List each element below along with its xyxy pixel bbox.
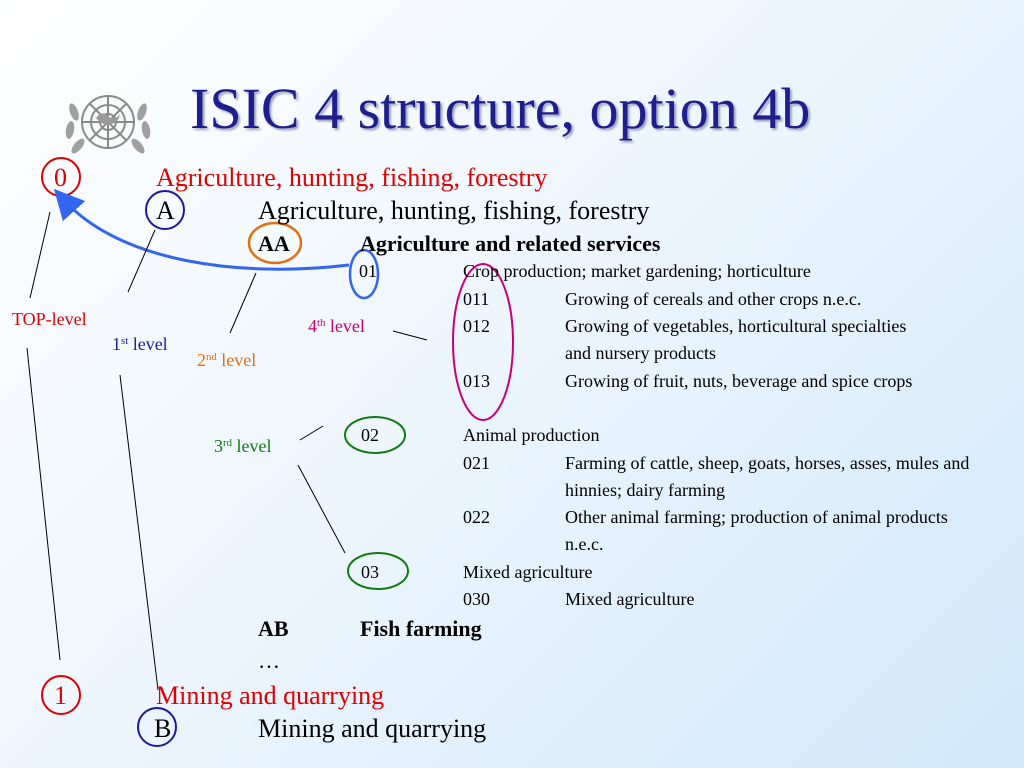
ellipsis: … [258,648,280,673]
code-A-desc: Agriculture, hunting, fishing, forestry [258,196,650,225]
AA-ellipse [247,221,303,265]
un-emblem-icon [65,95,151,154]
code-AB: AB [258,616,289,641]
code-030: 030 [463,589,490,609]
connector-third-lower [297,464,346,554]
code-02: 02 [361,425,379,445]
code-030-desc: Mixed agriculture [565,589,695,609]
connector-fourth [392,330,428,341]
code-01: 01 [359,261,377,281]
code-012-desc: Growing of vegetables, horticultural spe… [565,316,907,363]
fourth-level-label: 4th level [308,316,365,336]
B-circle [137,707,177,747]
code-012: 012 [463,316,490,336]
connector-first-upper [127,229,156,293]
code-AA-desc: Agriculture and related services [360,231,661,256]
code-B: B [154,714,172,743]
code-013-desc: Growing of fruit, nuts, beverage and spi… [565,371,913,391]
code-0-desc: Agriculture, hunting, fishing, forestry [156,163,548,192]
fourth-level-ellipse [452,263,514,421]
c03-ellipse [347,552,409,590]
code-011-desc: Growing of cereals and other crops n.e.c… [565,289,862,309]
code-1: 1 [54,681,67,710]
top1-circle [41,675,81,715]
code-022-desc: Other animal farming; production of anim… [565,507,948,554]
second-level-label: 2nd level [197,350,257,370]
c01-ellipse [348,248,380,300]
connector-top-upper [29,211,51,299]
code-022: 022 [463,507,490,527]
code-A: A [156,196,175,225]
code-021: 021 [463,453,490,473]
code-AA: AA [258,231,290,256]
code-021-desc: Farming of cattle, sheep, goats, horses,… [565,453,970,500]
code-03: 03 [361,562,379,582]
code-AB-desc: Fish farming [360,616,482,641]
code-011: 011 [463,289,490,309]
code-0: 0 [54,163,67,192]
page-title: ISIC 4 structure, option 4b [190,76,811,141]
first-level-label: 1st level [112,334,168,354]
arrow-to-top [53,188,350,271]
code-03-desc: Mixed agriculture [463,562,593,582]
code-013: 013 [463,371,490,391]
connector-second [229,272,257,334]
connector-top-lower [26,347,61,661]
connector-first-lower [119,374,159,691]
top-level-label: TOP-level [12,309,87,329]
code-01-desc: Crop production; market gardening; horti… [463,261,811,281]
A-circle [145,190,185,230]
code-1-desc: Mining and quarrying [156,681,385,710]
code-02-desc: Animal production [463,425,600,445]
code-B-desc: Mining and quarrying [258,714,487,743]
third-level-label: 3rd level [214,436,272,456]
c02-ellipse [344,416,406,454]
connector-third-upper [299,425,324,441]
